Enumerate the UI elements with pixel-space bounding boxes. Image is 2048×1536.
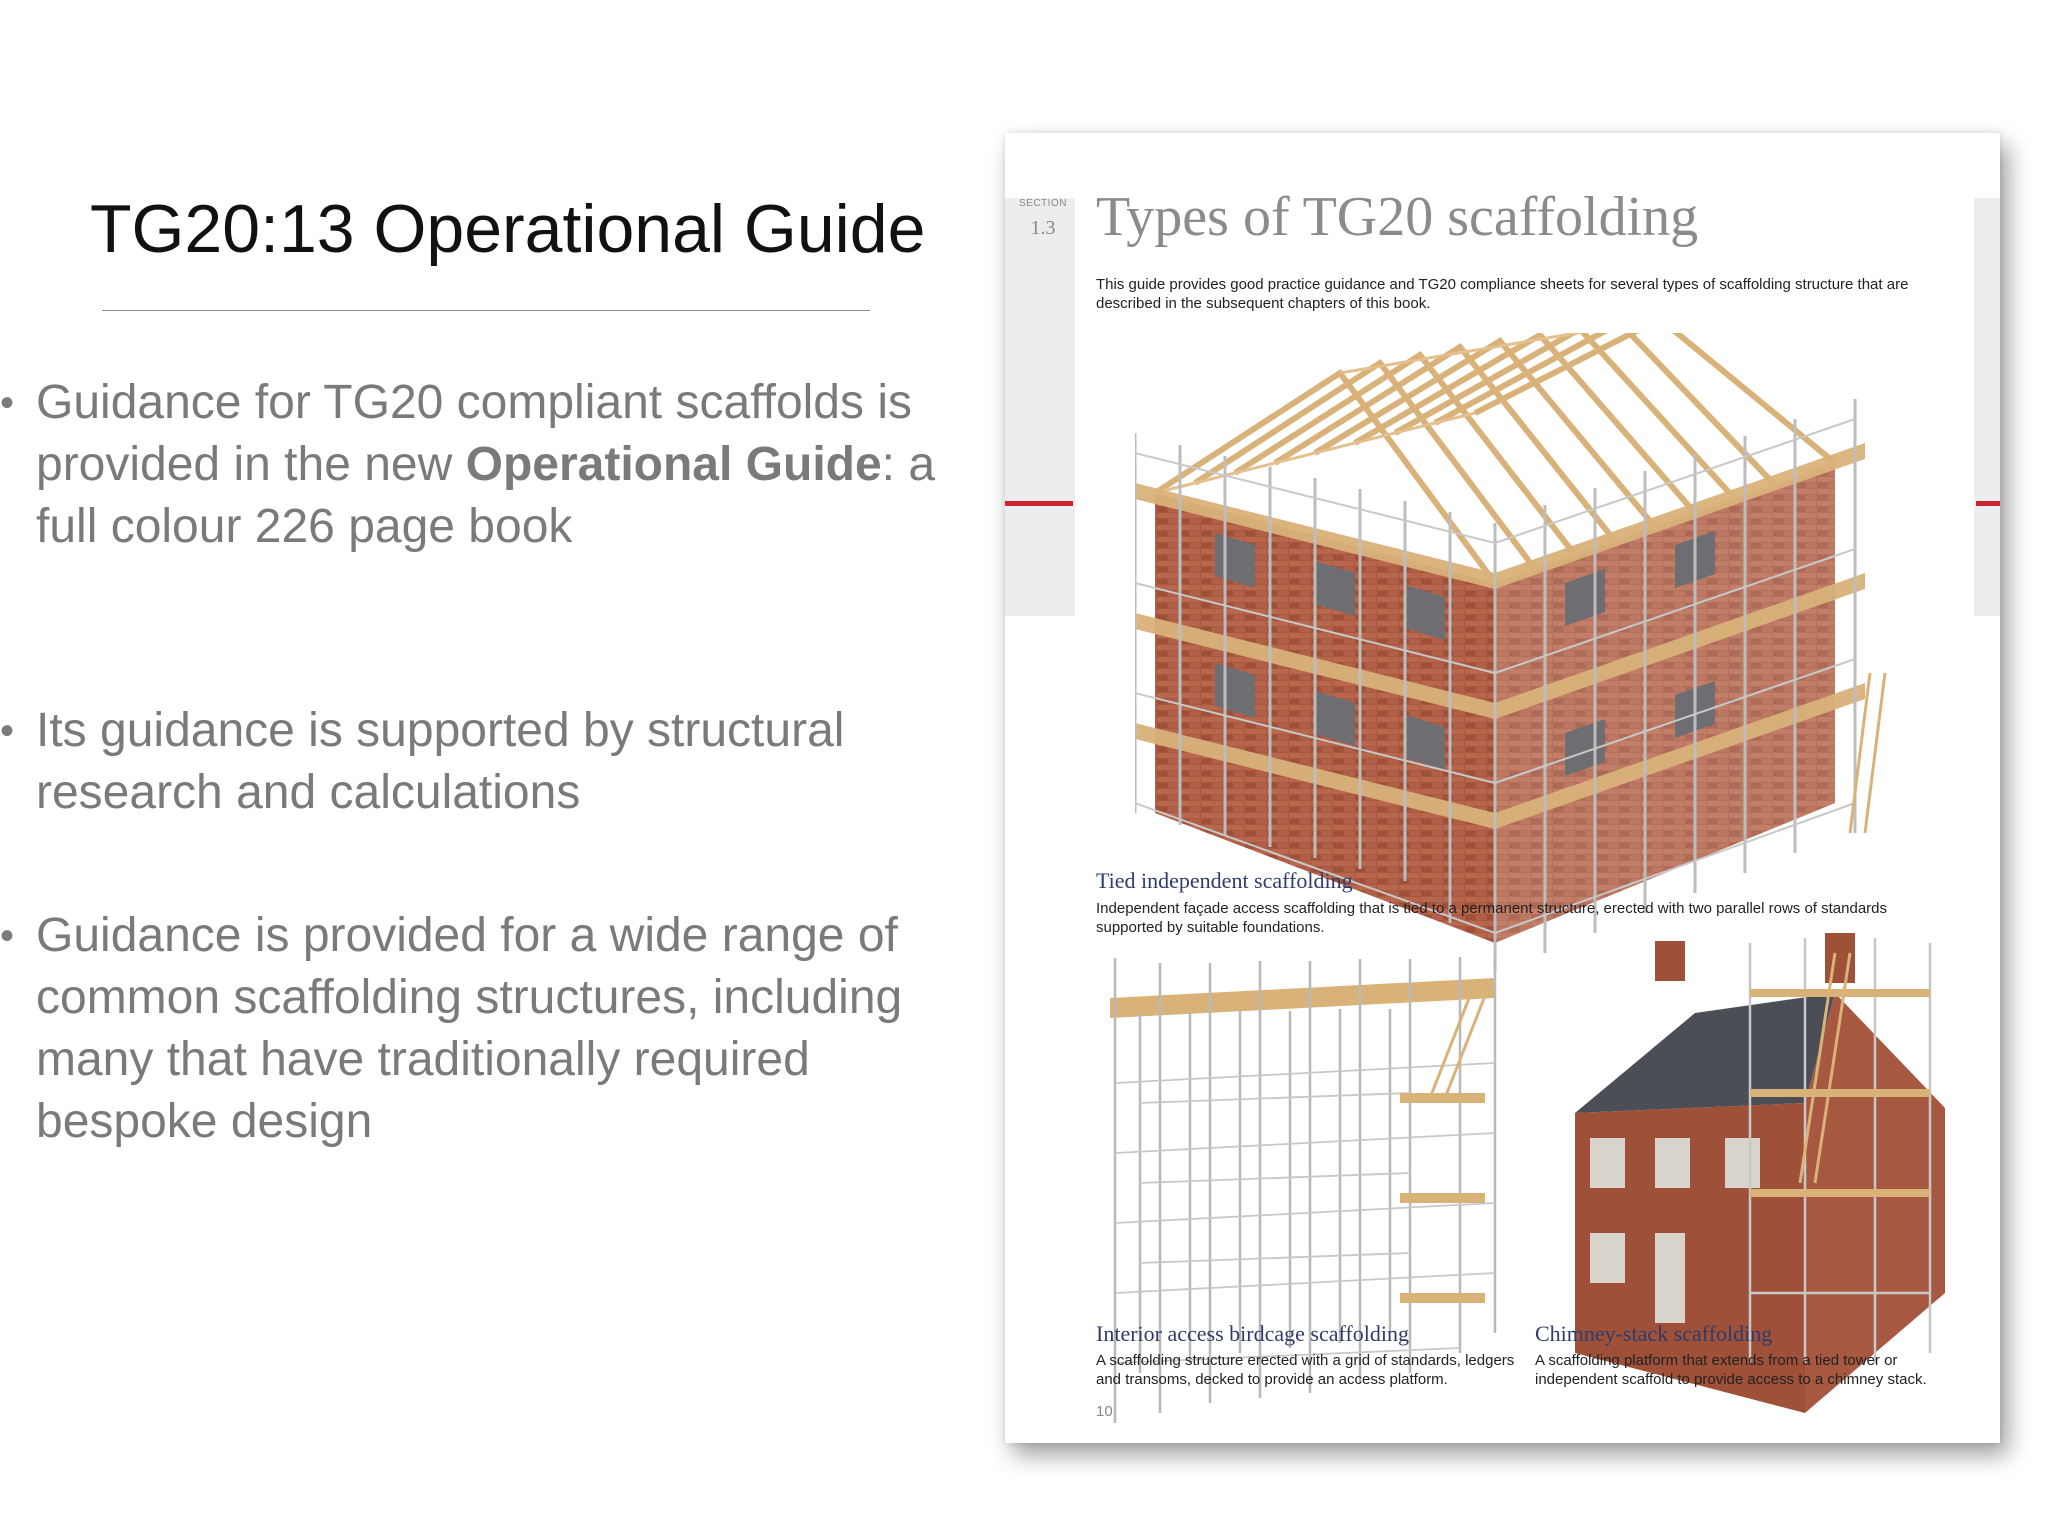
figure-caption: A scaffolding structure erected with a g… <box>1096 1352 1515 1388</box>
bullet-text: Its guidance is supported by structural … <box>36 704 845 819</box>
section-marker <box>1005 501 1073 506</box>
page-side-band-right <box>1974 198 2000 616</box>
title-divider <box>102 310 870 311</box>
bullet-icon: • <box>0 709 15 753</box>
figure-caption: A scaffolding platform that extends from… <box>1535 1352 1927 1388</box>
tied-independent-scaffold-illustration <box>1135 333 1887 973</box>
bullet-icon: • <box>0 381 15 425</box>
book-page-image: SECTION 1.3 Types of TG20 scaffolding Th… <box>1005 133 2000 1443</box>
figure-caption: Independent façade access scaffolding th… <box>1096 900 1888 936</box>
section-number: 1.3 <box>1030 217 1056 239</box>
birdcage-scaffold-illustration <box>1110 957 1497 1423</box>
page-intro: This guide provides good practice guidan… <box>1096 276 1909 312</box>
figure-title: Tied independent scaffolding <box>1096 868 1353 893</box>
section-marker-right <box>1976 501 2000 506</box>
figure-title: Interior access birdcage scaffolding <box>1096 1321 1409 1346</box>
chimney-stack-scaffold-illustration <box>1575 933 1945 1413</box>
page-heading: Types of TG20 scaffolding <box>1096 186 1699 248</box>
page-number: 10 <box>1096 1403 1113 1420</box>
figure-title: Chimney-stack scaffolding <box>1535 1321 1773 1346</box>
section-label: SECTION <box>1019 198 1067 209</box>
slide-title: TG20:13 Operational Guide <box>90 191 926 267</box>
bullet-text: Guidance for TG20 compliant scaffolds is… <box>36 376 936 553</box>
bullet-text: Guidance is provided for a wide range of… <box>36 909 903 1148</box>
bullet-icon: • <box>0 914 15 958</box>
page-side-band <box>1005 198 1075 616</box>
bullet-emphasis: Operational Guide <box>465 438 882 491</box>
